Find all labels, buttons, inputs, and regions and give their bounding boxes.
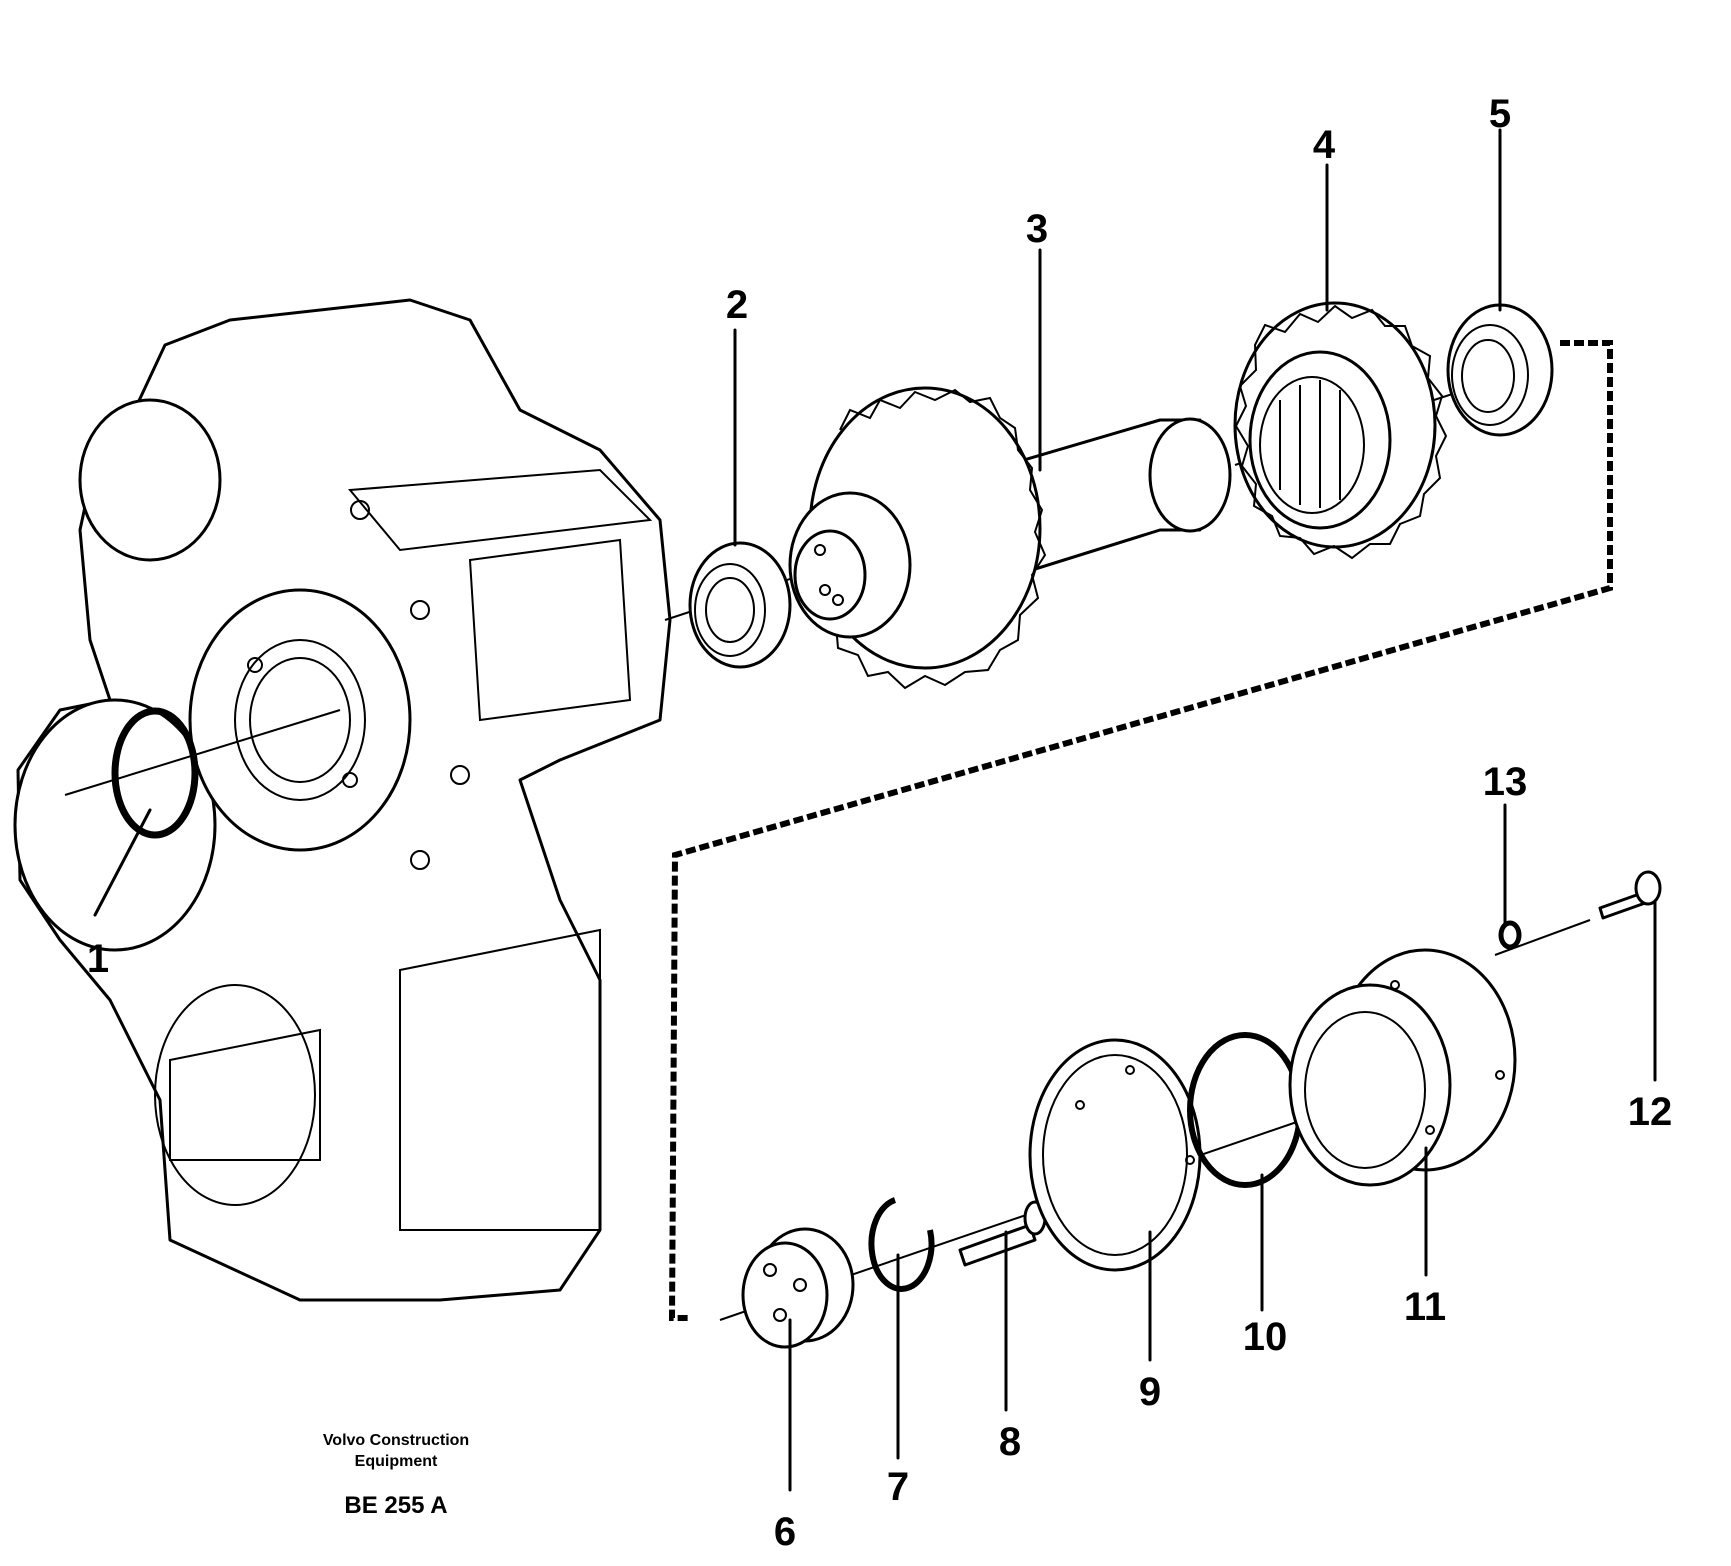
part-label-10: 10 bbox=[1243, 1315, 1288, 1359]
transmission-housing bbox=[13, 298, 672, 1302]
part-3-gear-shaft bbox=[788, 386, 1232, 690]
part-1-seal-ring bbox=[111, 707, 199, 839]
credit-line-2: Equipment bbox=[355, 1453, 438, 1470]
part-label-1: 1 bbox=[87, 937, 109, 981]
part-label-3: 3 bbox=[1026, 207, 1048, 251]
figure-code: BE 255 A bbox=[344, 1492, 447, 1519]
part-labels: 1 2 3 4 5 6 7 8 9 10 11 12 13 bbox=[87, 92, 1672, 1554]
part-4-gear bbox=[1233, 301, 1448, 560]
part-7-snap-ring bbox=[868, 1197, 935, 1292]
part-label-4: 4 bbox=[1313, 123, 1336, 167]
part-label-7: 7 bbox=[887, 1465, 909, 1509]
part-label-5: 5 bbox=[1489, 92, 1511, 136]
figure-credit: Volvo Construction Equipment BE 255 A bbox=[323, 1432, 469, 1519]
connector-dashed-line bbox=[668, 340, 1613, 1321]
part-12-bolt bbox=[1598, 870, 1662, 920]
part-label-9: 9 bbox=[1139, 1370, 1161, 1414]
part-label-2: 2 bbox=[726, 283, 748, 327]
part-11-housing bbox=[1288, 948, 1517, 1187]
part-label-6: 6 bbox=[774, 1510, 796, 1554]
part-13-washer bbox=[1498, 920, 1522, 950]
part-6-cover bbox=[741, 1227, 855, 1349]
part-9-shim bbox=[1028, 1038, 1202, 1272]
part-label-8: 8 bbox=[999, 1420, 1021, 1464]
part-label-11: 11 bbox=[1404, 1285, 1446, 1329]
part-5-bearing bbox=[1446, 303, 1554, 437]
part-label-12: 12 bbox=[1628, 1090, 1673, 1134]
part-label-13: 13 bbox=[1483, 760, 1528, 804]
credit-line-1: Volvo Construction bbox=[323, 1432, 469, 1449]
part-2-bearing bbox=[688, 541, 792, 669]
leader-lines bbox=[93, 128, 1657, 1492]
part-10-o-ring bbox=[1187, 1032, 1303, 1188]
